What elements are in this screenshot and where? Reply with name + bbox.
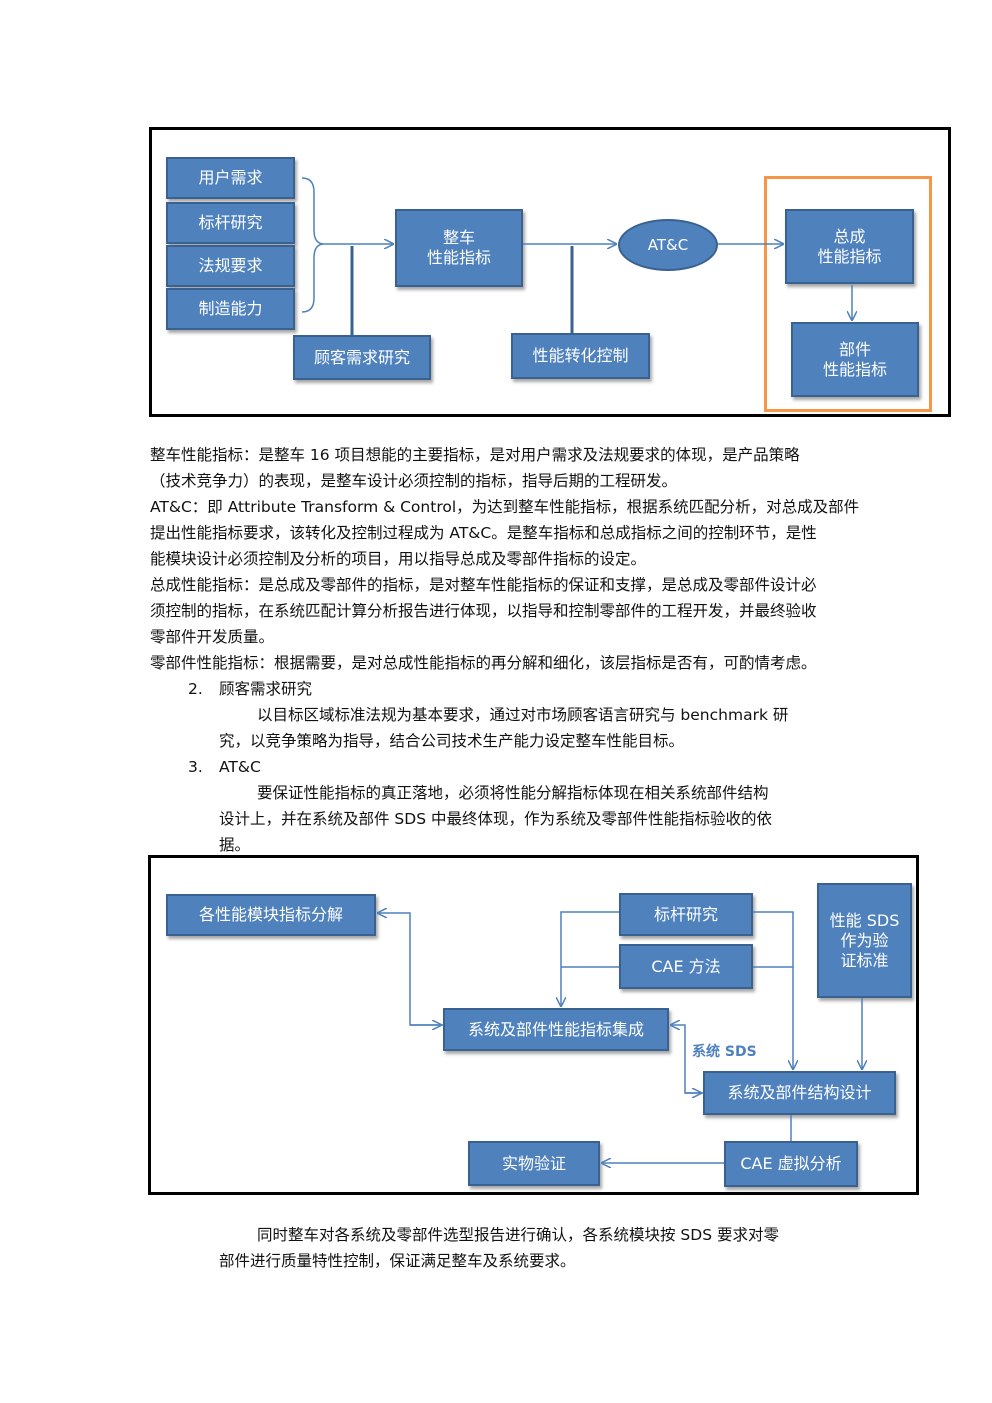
benchmark-box: 标杆研究 [619, 893, 753, 936]
list-item-2-number: 2. [188, 680, 203, 698]
paragraph-vehicle-performance: 整车性能指标：是整车 16 项目想能的主要指标，是对用户需求及法规要求的体现，是… [150, 446, 800, 490]
arrow-structure-to-integration [671, 1025, 703, 1094]
structure-design-box: 系统及部件结构设计 [703, 1071, 896, 1115]
diagram1-frame [149, 127, 951, 417]
arrow-benchmark-to-integration [561, 911, 619, 1006]
cae-analysis-box: CAE 虚拟分析 [724, 1141, 858, 1187]
system-sds-label: 系统 SDS [692, 1044, 757, 1060]
list-item-3-number: 3. [188, 758, 203, 776]
part-performance-box: 部件 性能指标 [791, 322, 919, 397]
decompose-box: 各性能模块指标分解 [166, 894, 376, 936]
cae-method-box: CAE 方法 [619, 944, 753, 989]
paragraph-part-performance: 零部件性能指标：根据需要，是对总成性能指标的再分解和细化，该层指标是否有，可酌情… [150, 654, 817, 672]
integration-box: 系统及部件性能指标集成 [443, 1008, 669, 1051]
paragraph-atc: AT&C：即 Attribute Transform & Control，为达到… [150, 498, 860, 568]
customer-research-box: 顾客需求研究 [293, 335, 431, 380]
input-user-needs: 用户需求 [166, 157, 295, 199]
list-item-3-body: 要保证性能指标的真正落地，必须将性能分解指标体现在相关系统部件结构 设计上，并在… [219, 784, 772, 854]
list-item-3-title: AT&C [219, 758, 261, 776]
list-item-2-body: 以目标区域标准法规为基本要求，通过对市场顾客语言研究与 benchmark 研 … [219, 706, 789, 750]
sds-standard-box: 性能 SDS 作为验 证标准 [817, 883, 912, 998]
input-manufacturing: 制造能力 [166, 288, 295, 330]
input-regulations: 法规要求 [166, 245, 295, 287]
paragraph-assembly-performance: 总成性能指标：是总成及零部件的指标，是对整车性能指标的保证和支撑，是总成及零部件… [150, 576, 817, 646]
diagram2-frame [148, 855, 919, 1195]
assembly-part-highlight [764, 176, 932, 412]
arrow-benchmark-to-structure [753, 911, 793, 1069]
input-benchmark: 标杆研究 [166, 202, 295, 244]
closing-paragraph: 同时整车对各系统及零部件选型报告进行确认，各系统模块按 SDS 要求对零 部件进… [219, 1226, 779, 1270]
performance-control-box: 性能转化控制 [511, 333, 650, 379]
arrow-integration-to-decompose [378, 913, 443, 1026]
vehicle-performance-box: 整车 性能指标 [395, 209, 523, 287]
list-item-2-title: 顾客需求研究 [219, 680, 313, 698]
assembly-performance-box: 总成 性能指标 [785, 209, 914, 284]
atc-ellipse: AT&C [618, 219, 718, 271]
physical-validation-box: 实物验证 [468, 1141, 600, 1186]
